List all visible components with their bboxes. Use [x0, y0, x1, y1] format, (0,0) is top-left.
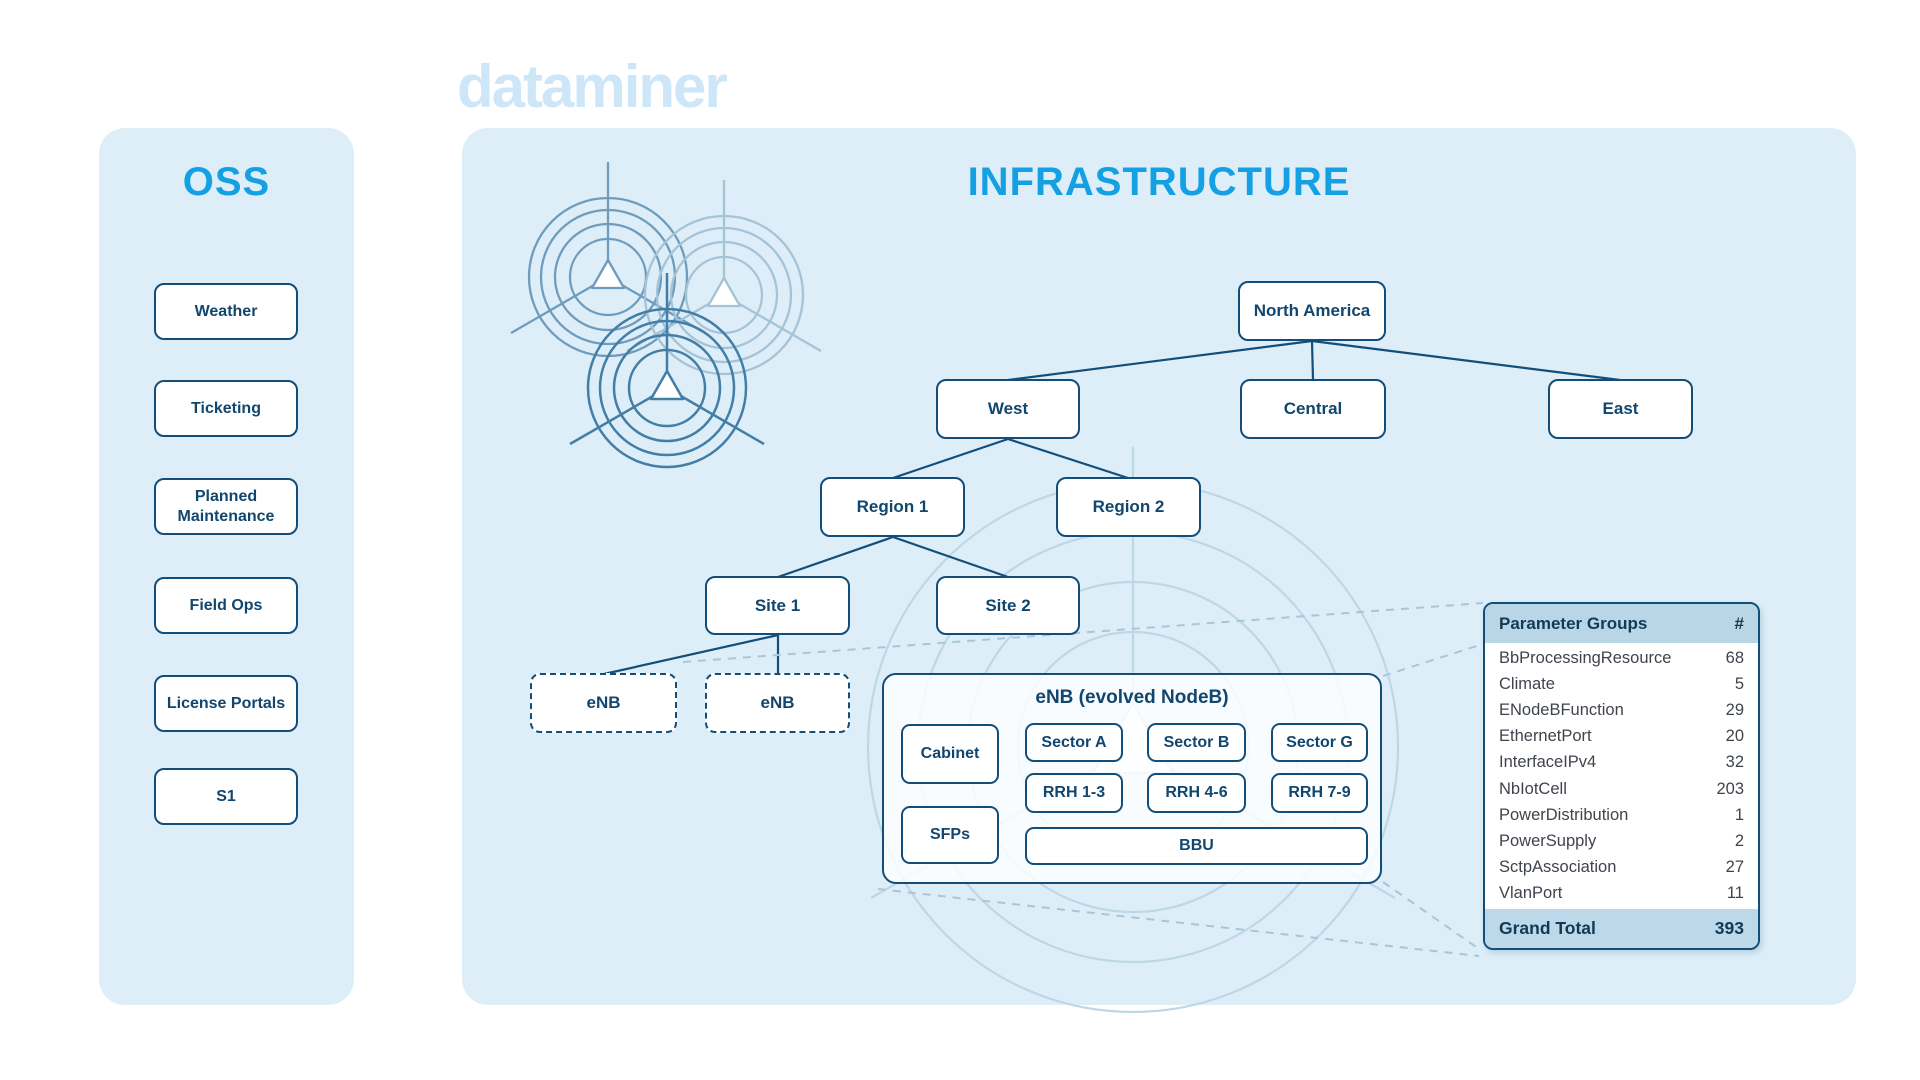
- oss-item-weather[interactable]: Weather: [154, 283, 298, 340]
- enb-component-sector-a[interactable]: Sector A: [1025, 723, 1123, 762]
- oss-item-license-portals[interactable]: License Portals: [154, 675, 298, 732]
- parameter-group-count: 11: [1726, 884, 1744, 903]
- parameter-group-name: EthernetPort: [1499, 727, 1592, 746]
- parameter-table-row: PowerSupply 2: [1485, 828, 1758, 854]
- parameter-table-row: ENodeBFunction 29: [1485, 697, 1758, 723]
- parameter-group-count: 2: [1734, 831, 1744, 850]
- oss-item-planned-maintenance[interactable]: Planned Maintenance: [154, 478, 298, 535]
- tree-node-site-1[interactable]: Site 1: [705, 576, 850, 635]
- parameter-group-count: 5: [1734, 674, 1744, 693]
- parameter-table-header: Parameter Groups #: [1485, 604, 1758, 643]
- parameter-group-name: PowerSupply: [1499, 831, 1597, 850]
- dataminer-logo: dataminer: [457, 53, 728, 120]
- parameter-group-count: 27: [1725, 858, 1744, 877]
- parameter-group-name: VlanPort: [1499, 884, 1563, 903]
- parameter-group-name: PowerDistribution: [1499, 805, 1629, 824]
- tree-node-central[interactable]: Central: [1240, 379, 1386, 439]
- enb-component-rrh-4-6[interactable]: RRH 4-6: [1147, 773, 1246, 813]
- parameter-table-row: InterfaceIPv4 32: [1485, 750, 1758, 776]
- parameter-table-row: BbProcessingResource 68: [1485, 645, 1758, 671]
- parameter-table-header-count: #: [1734, 613, 1744, 633]
- parameter-group-name: NbIotCell: [1499, 779, 1567, 798]
- parameter-table-row: SctpAssociation 27: [1485, 855, 1758, 881]
- tree-node-enb-1[interactable]: eNB: [530, 673, 677, 733]
- parameter-table-row: NbIotCell 203: [1485, 776, 1758, 802]
- parameter-group-name: ENodeBFunction: [1499, 700, 1624, 719]
- oss-item-field-ops[interactable]: Field Ops: [154, 577, 298, 634]
- parameter-group-count: 1: [1734, 805, 1744, 824]
- tree-node-site-2[interactable]: Site 2: [936, 576, 1080, 635]
- tree-node-north-america[interactable]: North America: [1238, 281, 1386, 341]
- enb-component-bbu[interactable]: BBU: [1025, 827, 1368, 865]
- enb-component-sfps[interactable]: SFPs: [901, 806, 999, 864]
- parameter-table-header-name: Parameter Groups: [1499, 613, 1648, 633]
- parameter-group-count: 29: [1725, 700, 1744, 719]
- oss-item-ticketing[interactable]: Ticketing: [154, 380, 298, 437]
- parameter-groups-table: Parameter Groups # BbProcessingResource 6…: [1483, 602, 1760, 950]
- parameter-table-row: PowerDistribution 1: [1485, 802, 1758, 828]
- parameter-group-count: 203: [1716, 779, 1744, 798]
- parameter-table-footer: Grand Total 393: [1485, 909, 1758, 948]
- enb-component-sector-b[interactable]: Sector B: [1147, 723, 1246, 762]
- oss-panel: OSS: [99, 128, 354, 1005]
- parameter-group-name: SctpAssociation: [1499, 858, 1617, 877]
- tree-node-enb-2[interactable]: eNB: [705, 673, 850, 733]
- parameter-table-row: VlanPort 11: [1485, 881, 1758, 907]
- infrastructure-title: INFRASTRUCTURE: [967, 160, 1351, 204]
- parameter-group-count: 20: [1725, 727, 1744, 746]
- parameter-group-name: Climate: [1499, 674, 1555, 693]
- tree-node-region-1[interactable]: Region 1: [820, 477, 965, 537]
- oss-item-s1[interactable]: S1: [154, 768, 298, 825]
- enb-component-sector-g[interactable]: Sector G: [1271, 723, 1368, 762]
- enb-component-rrh-7-9[interactable]: RRH 7-9: [1271, 773, 1368, 813]
- enb-detail-title: eNB (evolved NodeB): [1035, 687, 1229, 708]
- parameter-table-row: Climate 5: [1485, 671, 1758, 697]
- parameter-group-count: 32: [1725, 753, 1744, 772]
- parameter-table-row: EthernetPort 20: [1485, 724, 1758, 750]
- tree-node-region-2[interactable]: Region 2: [1056, 477, 1201, 537]
- tree-node-east[interactable]: East: [1548, 379, 1693, 439]
- parameter-table-footer-count: 393: [1714, 918, 1744, 938]
- parameter-group-count: 68: [1725, 648, 1744, 667]
- oss-title: OSS: [182, 160, 271, 204]
- tree-node-west[interactable]: West: [936, 379, 1080, 439]
- parameter-group-name: InterfaceIPv4: [1499, 753, 1597, 772]
- parameter-table-footer-name: Grand Total: [1499, 918, 1596, 938]
- enb-component-rrh-1-3[interactable]: RRH 1-3: [1025, 773, 1123, 813]
- parameter-group-name: BbProcessingResource: [1499, 648, 1672, 667]
- enb-component-cabinet[interactable]: Cabinet: [901, 724, 999, 784]
